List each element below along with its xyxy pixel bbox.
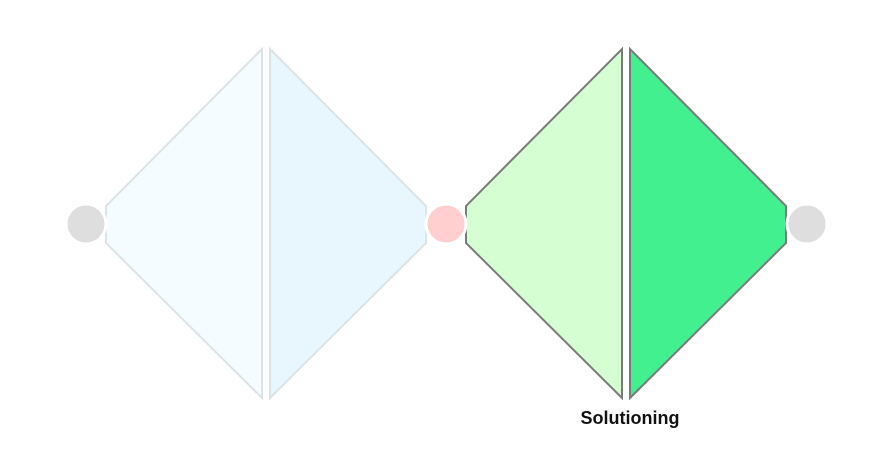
right-diamond-label: Solutioning xyxy=(580,408,680,428)
right-diamond-converge-half xyxy=(629,46,787,401)
left-diamond-diverge-half xyxy=(105,46,263,401)
left-diamond-converge-half xyxy=(269,46,427,401)
left-diamond xyxy=(105,46,427,401)
end-node[interactable] xyxy=(785,202,829,246)
midpoint-node[interactable] xyxy=(424,202,468,246)
right-diamond xyxy=(465,46,787,401)
right-diamond-diverge-half xyxy=(465,46,623,401)
start-node[interactable] xyxy=(64,202,108,246)
